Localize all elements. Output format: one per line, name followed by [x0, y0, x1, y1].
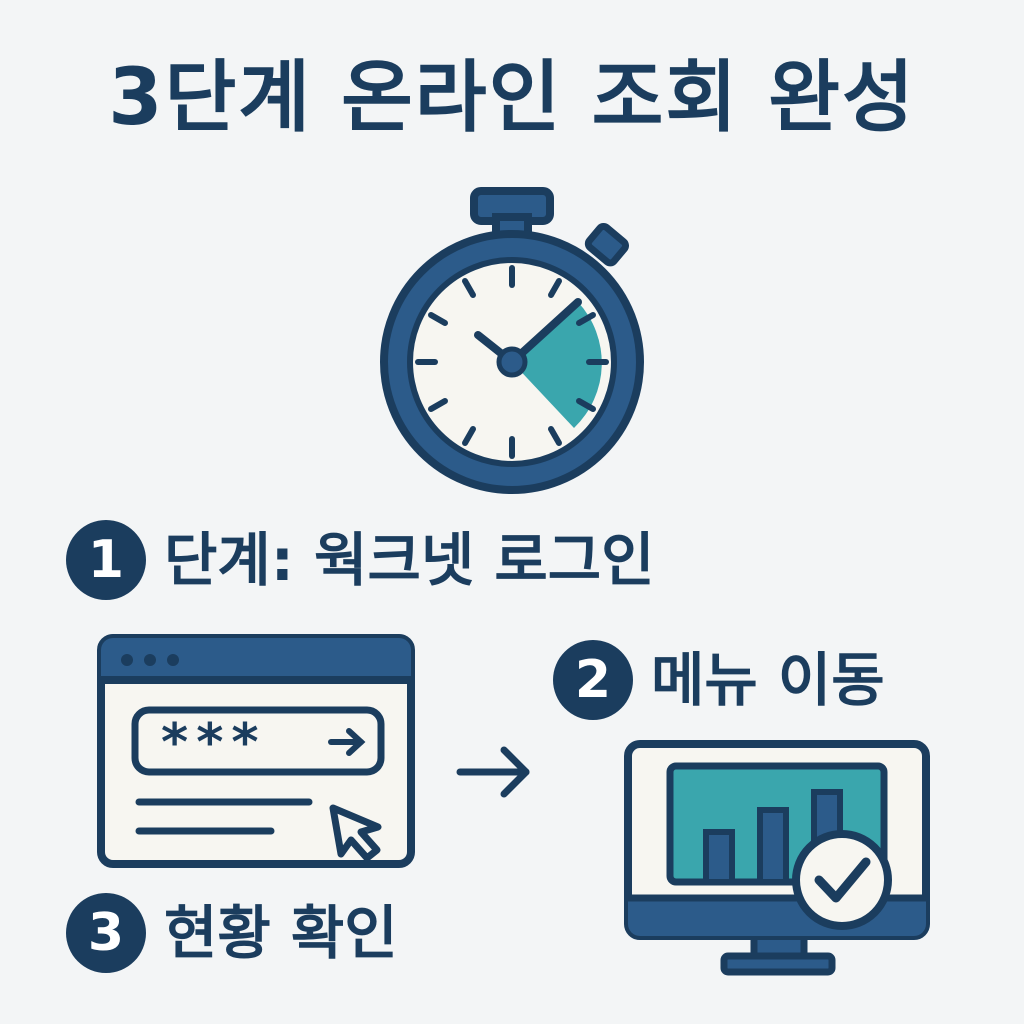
step-1: 1 단계: 웍크넷 로그인 — [66, 520, 654, 600]
arrow-right-icon — [456, 746, 530, 798]
page-title: 3단계 온라인 조회 완성 — [108, 53, 916, 143]
login-browser-icon: *** — [97, 634, 415, 868]
password-field — [131, 706, 385, 776]
stopwatch-icon — [380, 187, 644, 494]
step-1-badge: 1 — [66, 520, 146, 600]
step-3-badge: 3 — [66, 893, 146, 973]
submit-arrow-icon — [328, 728, 366, 756]
step-2-badge: 2 — [553, 640, 633, 720]
step-2: 2 메뉴 이동 — [553, 640, 885, 720]
checkmark-icon — [814, 857, 871, 903]
dashboard-monitor-icon — [624, 740, 930, 976]
step-3: 3 현황 확인 — [66, 893, 398, 973]
cursor-icon — [329, 804, 382, 862]
step-2-label: 메뉴 이동 — [651, 646, 885, 714]
step-3-label: 현황 확인 — [164, 899, 398, 967]
step-1-label: 단계: 웍크넷 로그인 — [164, 526, 655, 594]
password-mask: *** — [161, 713, 267, 773]
